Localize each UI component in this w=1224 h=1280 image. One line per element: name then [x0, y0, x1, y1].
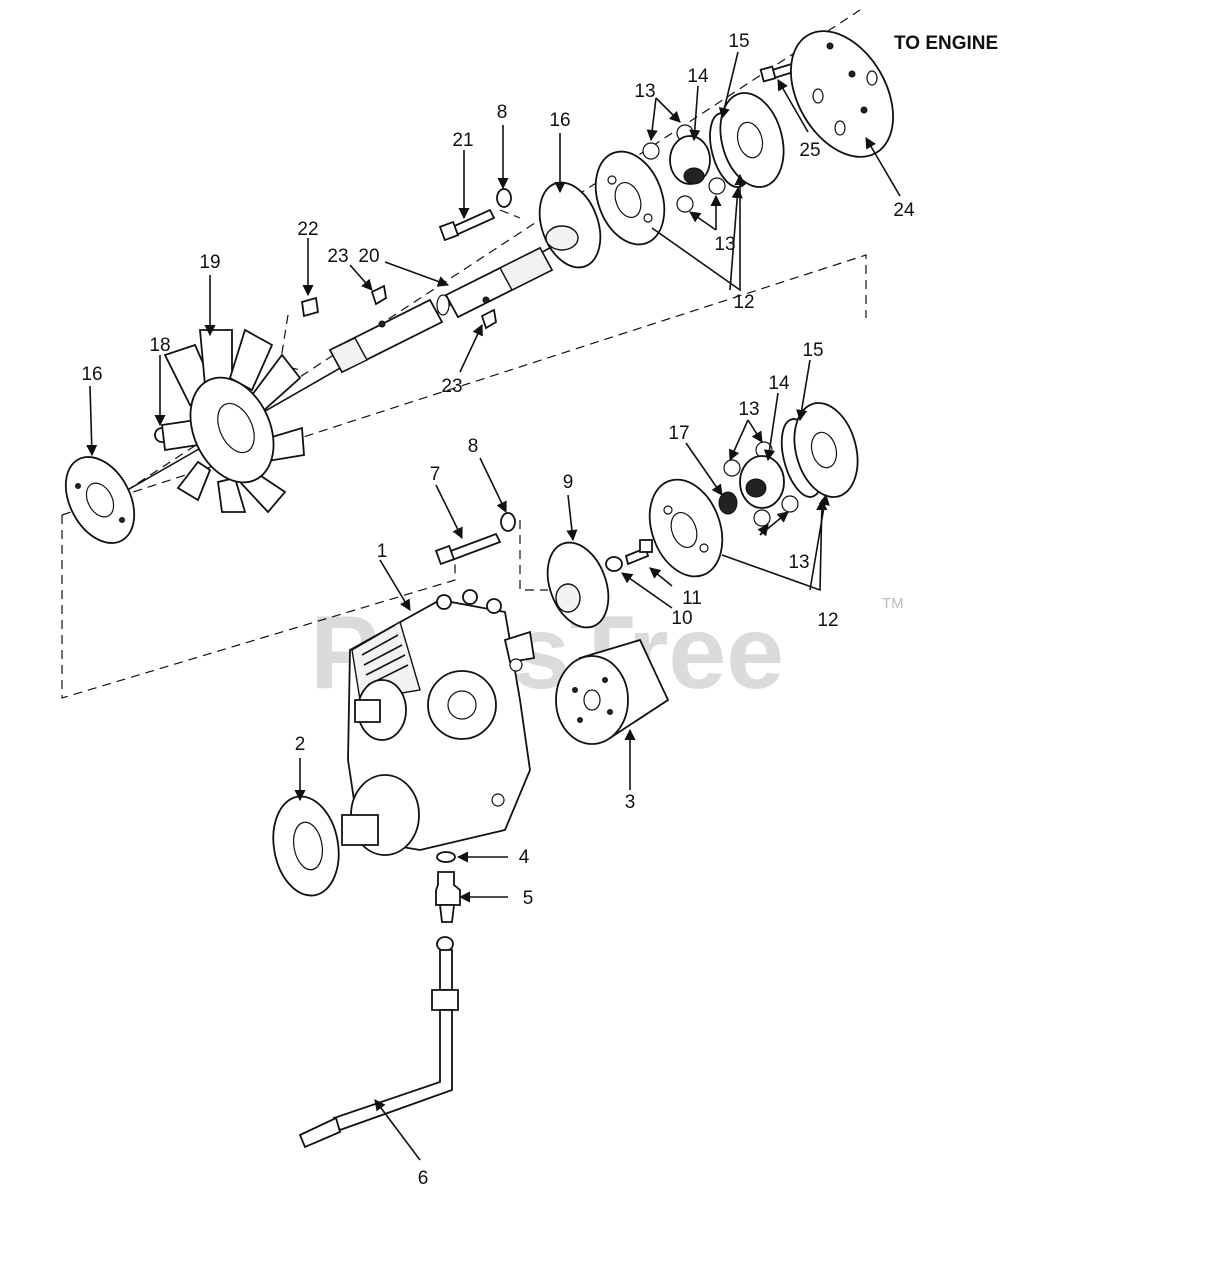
callout-17: 17	[668, 423, 689, 444]
callout-15-lower: 15	[802, 340, 823, 361]
washer-part	[605, 556, 623, 572]
transmission-housing-part	[341, 589, 536, 856]
coupling-half-part	[648, 478, 724, 578]
callout-8-upper: 8	[497, 102, 508, 123]
callout-leader-lines	[86, 51, 901, 1161]
o-ring-part	[436, 851, 456, 863]
left-flange-part	[64, 456, 136, 544]
callout-25: 25	[799, 140, 820, 161]
ball-part	[723, 459, 741, 477]
thrust-washer-part	[272, 795, 340, 897]
callout-23-upper: 23	[327, 246, 348, 267]
watermark-tm: TM	[882, 595, 904, 612]
spring-clip-part	[718, 491, 738, 515]
drive-shaft-part	[328, 246, 554, 374]
oil-filter-part	[555, 638, 670, 745]
callout-16-left: 16	[81, 364, 102, 385]
coupling-housing-part	[719, 92, 785, 188]
ball-part	[676, 195, 694, 213]
ball-part	[642, 142, 660, 160]
hydraulic-tube-part	[298, 936, 459, 1149]
hydraulic-fitting-part	[435, 871, 461, 923]
callout-23-lower: 23	[441, 376, 462, 397]
bolt-part	[438, 208, 496, 242]
callout-12-lower: 12	[817, 610, 838, 631]
callout-12-upper: 12	[733, 292, 754, 313]
ball-part	[781, 495, 799, 513]
callout-5: 5	[523, 888, 534, 909]
spider-cross-part	[669, 135, 711, 185]
coupling-housing-part	[793, 402, 859, 498]
grease-fitting-part	[370, 284, 387, 306]
callout-22: 22	[297, 219, 318, 240]
callout-9: 9	[563, 472, 574, 493]
callout-18: 18	[149, 335, 170, 356]
upper-shaft-assembly	[64, 30, 894, 544]
callout-7: 7	[430, 464, 441, 485]
callout-24: 24	[893, 200, 915, 221]
grease-fitting-part	[480, 308, 497, 330]
screw-part	[624, 539, 653, 566]
ball-part	[753, 509, 771, 527]
callout-3: 3	[625, 792, 636, 813]
washer-part	[500, 512, 516, 532]
engine-plate-part	[790, 30, 894, 158]
coupling-half-part	[594, 150, 666, 246]
fitting-part	[300, 296, 320, 318]
callout-13-lower-b: 13	[788, 552, 809, 573]
callout-4: 4	[519, 847, 530, 868]
callout-14-upper: 14	[687, 66, 709, 87]
callout-21: 21	[452, 130, 473, 151]
callout-labels: 1 2 3 4 5 6 7 8 8 9 10 11 12 12 13 13 13…	[81, 31, 915, 1189]
callout-8-lower: 8	[468, 436, 479, 457]
callout-15-upper: 15	[728, 31, 749, 52]
callout-14-lower: 14	[768, 373, 790, 394]
spider-cross-part	[739, 455, 785, 509]
upper-flange-part	[538, 181, 602, 269]
callout-13-lower-a: 13	[738, 399, 759, 420]
callout-1: 1	[377, 541, 388, 562]
callout-13-upper-a: 13	[634, 81, 655, 102]
washer-part	[496, 188, 512, 208]
callout-20: 20	[358, 246, 379, 267]
callout-13-upper-b: 13	[714, 234, 735, 255]
callout-19: 19	[199, 252, 220, 273]
callout-16-upper: 16	[549, 110, 570, 131]
pump-flange-part	[546, 541, 610, 629]
to-engine-heading: TO ENGINE	[894, 33, 998, 54]
callout-6: 6	[418, 1168, 429, 1189]
callout-10: 10	[671, 608, 692, 629]
ball-part	[708, 177, 726, 195]
callout-11: 11	[682, 588, 702, 609]
cooling-fan-part	[161, 328, 305, 514]
callout-2: 2	[295, 734, 306, 755]
bolt-part	[434, 532, 502, 566]
